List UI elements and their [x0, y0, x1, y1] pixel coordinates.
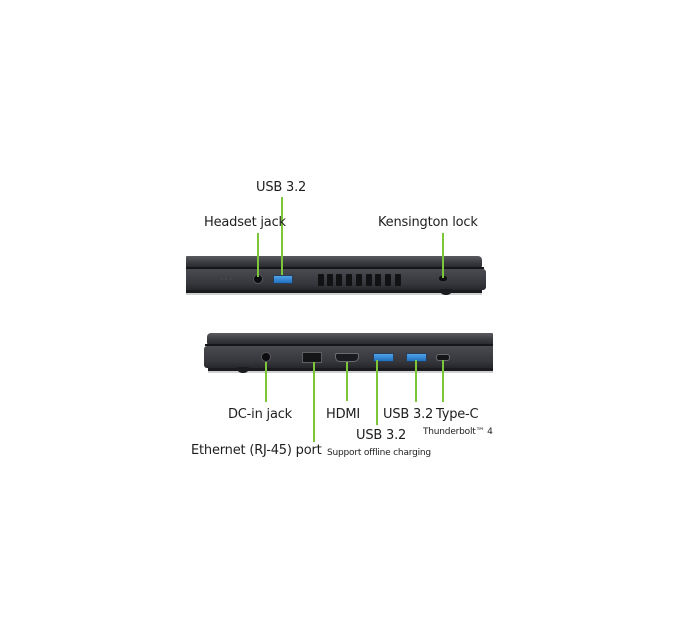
label-usb-3-2: USB 3.2 [256, 180, 307, 195]
leader-line-usb [415, 360, 417, 402]
dc-in-jack-port [261, 352, 271, 362]
leader-line-kensington [442, 233, 444, 278]
leader-line-usb-charging [376, 360, 378, 425]
laptop-lid [186, 256, 482, 267]
label-kensington-lock: Kensington lock [378, 215, 478, 230]
vent-slot [356, 274, 362, 286]
vent-slot [346, 274, 352, 286]
label-thunderbolt-4: Thunderbolt™ 4 [423, 427, 493, 437]
rubber-foot [237, 367, 249, 373]
vent-slot [327, 274, 333, 286]
leader-line-usb [281, 197, 283, 275]
vent-slot [385, 274, 391, 286]
label-dc-in-jack: DC-in jack [228, 407, 293, 422]
label-hdmi: HDMI [326, 407, 361, 422]
leader-line-headset [257, 233, 259, 277]
usb-port-charging [373, 353, 394, 362]
ethernet-port [302, 352, 322, 363]
label-support-offline-charging: Support offline charging [327, 448, 431, 458]
label-headset-jack: Headset jack [204, 215, 286, 230]
leader-line-ethernet [313, 362, 315, 442]
leader-line-dc-in [265, 362, 267, 402]
usb-port [273, 275, 293, 284]
label-ethernet-port: Ethernet (RJ-45) port [191, 443, 322, 458]
led-indicators: ◦ ◦ ◦ [220, 277, 233, 283]
label-usb-3-2-charging: USB 3.2 [356, 428, 407, 443]
hdmi-port [335, 353, 359, 362]
vent-slot [336, 274, 342, 286]
kensington-lock-slot [439, 276, 447, 281]
vent-slot [395, 274, 401, 286]
laptop-lid [207, 333, 493, 344]
rubber-foot [440, 289, 452, 295]
label-usb-3-2: USB 3.2 [383, 407, 434, 422]
vent-slot [366, 274, 372, 286]
leader-line-hdmi [346, 362, 348, 401]
label-type-c: Type-C [436, 407, 479, 422]
vent-slot [318, 274, 324, 286]
leader-line-type-c [442, 360, 444, 402]
vent-slot [375, 274, 381, 286]
